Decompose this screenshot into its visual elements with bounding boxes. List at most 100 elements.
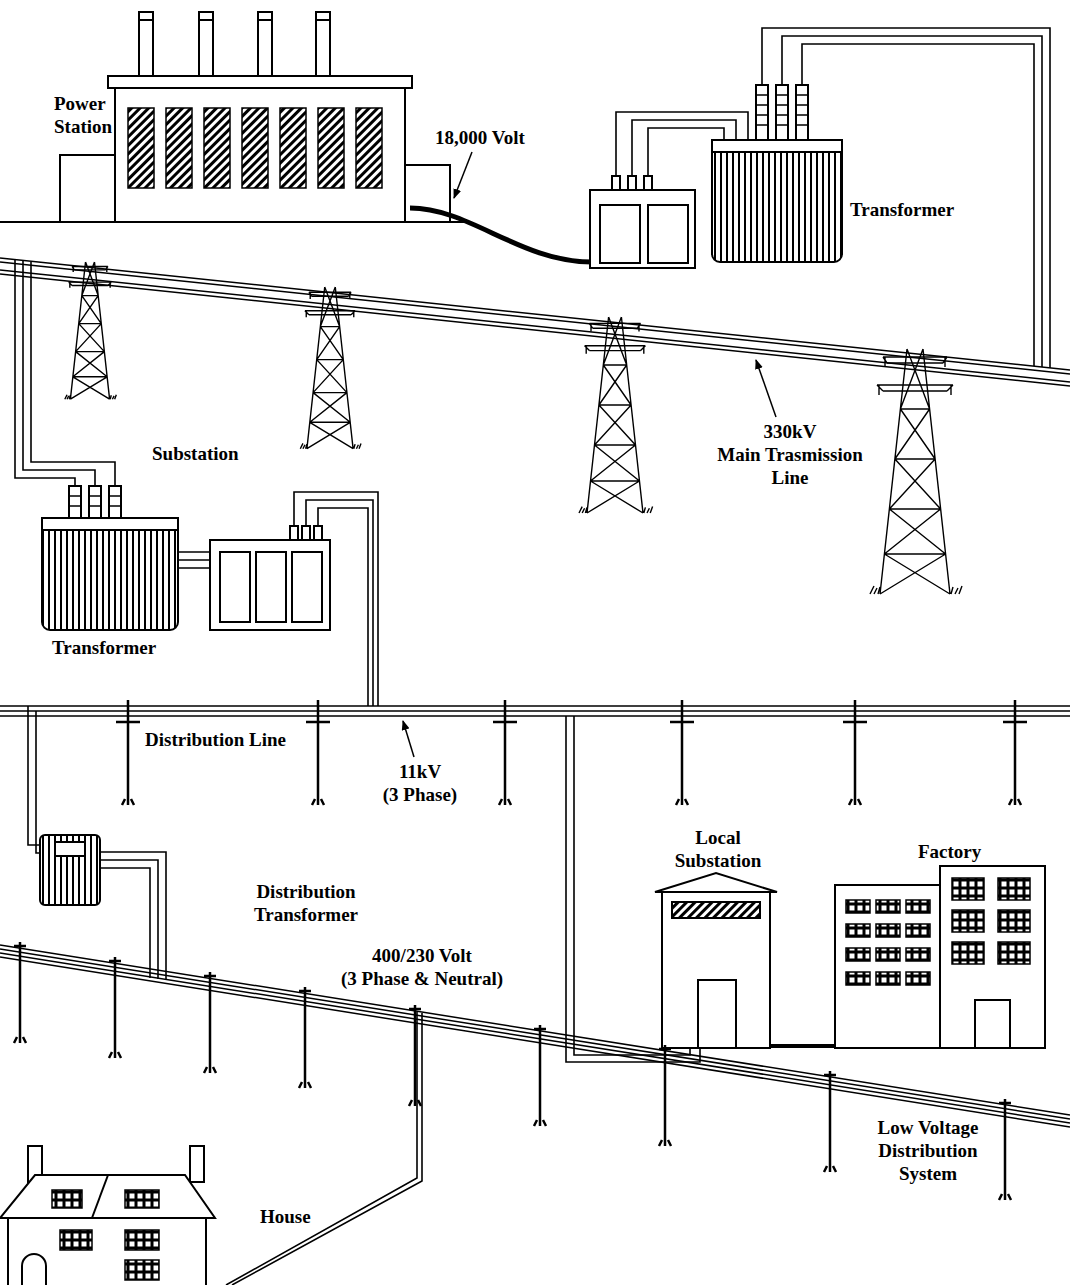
chimney [190, 1146, 204, 1182]
window [906, 972, 930, 985]
window [846, 948, 870, 961]
building-label: Factory [916, 840, 983, 863]
leader-arrow [454, 152, 472, 198]
bushing [109, 486, 121, 518]
conductor [0, 945, 1070, 1127]
voltage-label: 11kV (3 Phase) [381, 760, 459, 806]
local-substation [655, 873, 838, 1048]
bushing [628, 176, 636, 190]
bushing [644, 176, 652, 190]
low-voltage-line [0, 942, 1070, 1200]
transformer-tank [40, 835, 100, 905]
text-line: 330kV [717, 420, 863, 443]
door [698, 980, 736, 1048]
window [204, 108, 230, 188]
text-line: Transformer [254, 903, 358, 926]
leader-arrow [756, 360, 776, 417]
wire [762, 28, 1050, 368]
door [975, 1000, 1010, 1048]
building-label: House [258, 1205, 313, 1228]
panel [256, 552, 286, 622]
factory-block [835, 885, 945, 1048]
window [952, 942, 984, 964]
window [846, 924, 870, 937]
window [318, 108, 344, 188]
pylon [579, 317, 653, 513]
bushing-ribs [69, 496, 121, 506]
window [876, 924, 900, 937]
window [60, 1230, 92, 1250]
bushing [89, 486, 101, 518]
window [52, 1190, 82, 1208]
nameplate [55, 842, 85, 856]
pylon [65, 262, 117, 399]
window [876, 948, 900, 961]
step-up-transformer [590, 28, 1050, 368]
bushing [69, 486, 81, 518]
tank-header [42, 518, 178, 530]
text-line: Local [675, 826, 762, 849]
vent [672, 902, 760, 918]
voltage-label: 18,000 Volt [433, 126, 527, 149]
windows [52, 1190, 159, 1280]
factory [835, 866, 1045, 1048]
generator-cable [410, 208, 592, 262]
window [166, 108, 192, 188]
window [998, 942, 1030, 964]
voltage-label: 400/230 Volt (3 Phase & Neutral) [339, 944, 505, 990]
door [22, 1254, 46, 1285]
leader-arrow [403, 721, 414, 757]
chimney [316, 12, 330, 78]
factory-tower [940, 866, 1045, 1048]
window [876, 972, 900, 985]
wire [178, 552, 210, 568]
pylon [870, 349, 962, 594]
text-line: 11kV [383, 760, 457, 783]
window [906, 948, 930, 961]
building-body [115, 88, 405, 222]
window [356, 108, 382, 188]
roof [655, 873, 777, 892]
feeder-cable [770, 1044, 838, 1048]
bushing [612, 176, 620, 190]
text-line: (3 Phase & Neutral) [341, 967, 503, 990]
window [128, 108, 154, 188]
text-line: (3 Phase) [383, 783, 457, 806]
window [876, 900, 900, 913]
pole [14, 942, 1011, 1200]
window [998, 910, 1030, 932]
window [952, 878, 984, 900]
component-label: Substation [150, 442, 241, 465]
component-label: Distribution Line [143, 728, 288, 751]
windows [128, 108, 382, 188]
text-line: Distribution [254, 880, 358, 903]
wire [15, 260, 115, 486]
panel [220, 552, 250, 622]
text-line: 400/230 Volt [341, 944, 503, 967]
distribution-line [0, 700, 1070, 805]
text-line: System [878, 1162, 979, 1185]
pole [116, 700, 1027, 805]
window [998, 878, 1030, 900]
window [280, 108, 306, 188]
transformer-tank [712, 140, 842, 262]
bushing [796, 85, 808, 140]
roof-ridge [92, 1175, 108, 1218]
pylons [65, 262, 962, 594]
tank-header [712, 140, 842, 152]
text-line: Power [54, 92, 112, 115]
pylon [300, 287, 361, 449]
conductor [0, 706, 1070, 716]
panel [648, 205, 688, 263]
bushing [290, 526, 298, 540]
component-label: Distribution Transformer [252, 880, 360, 926]
chimney [258, 12, 272, 78]
window [846, 972, 870, 985]
bushing [776, 85, 788, 140]
service-wire [226, 1012, 422, 1285]
panel [600, 205, 640, 263]
chimney-band [139, 19, 330, 21]
building-wing [60, 155, 118, 222]
house [0, 1012, 422, 1285]
